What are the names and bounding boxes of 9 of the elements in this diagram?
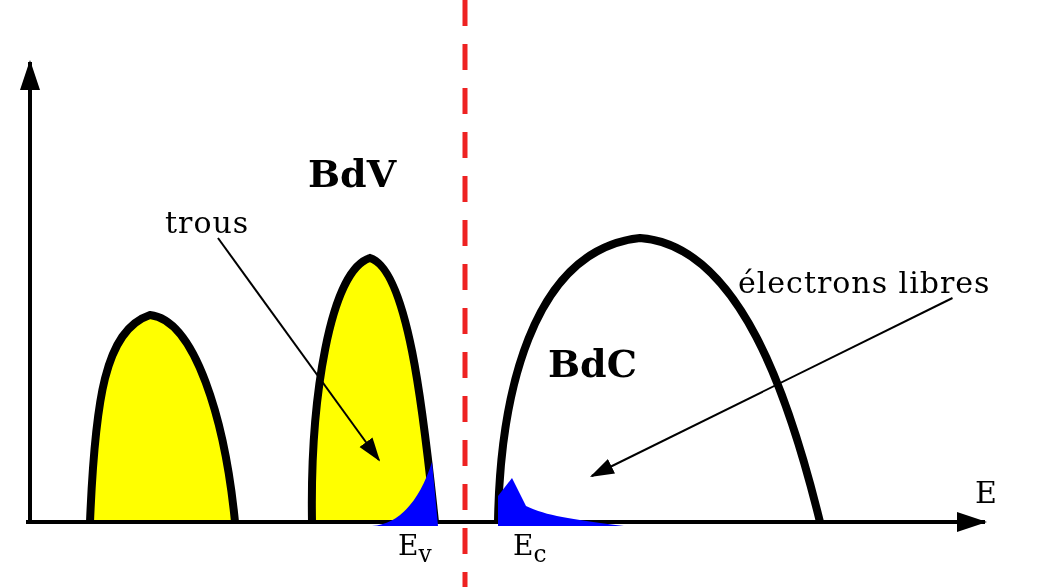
axis-label: E — [975, 478, 997, 508]
band-label: BdC — [548, 345, 637, 383]
energy-level-label: E$_{v}$ — [398, 532, 432, 566]
leader-line — [589, 297, 954, 477]
leader-line — [216, 237, 381, 462]
band-label: BdV — [308, 155, 397, 193]
annotation-text: trous — [165, 208, 250, 238]
annotation-text: électrons libres — [738, 268, 991, 298]
energy-level-label: E$_{c}$ — [513, 532, 547, 566]
